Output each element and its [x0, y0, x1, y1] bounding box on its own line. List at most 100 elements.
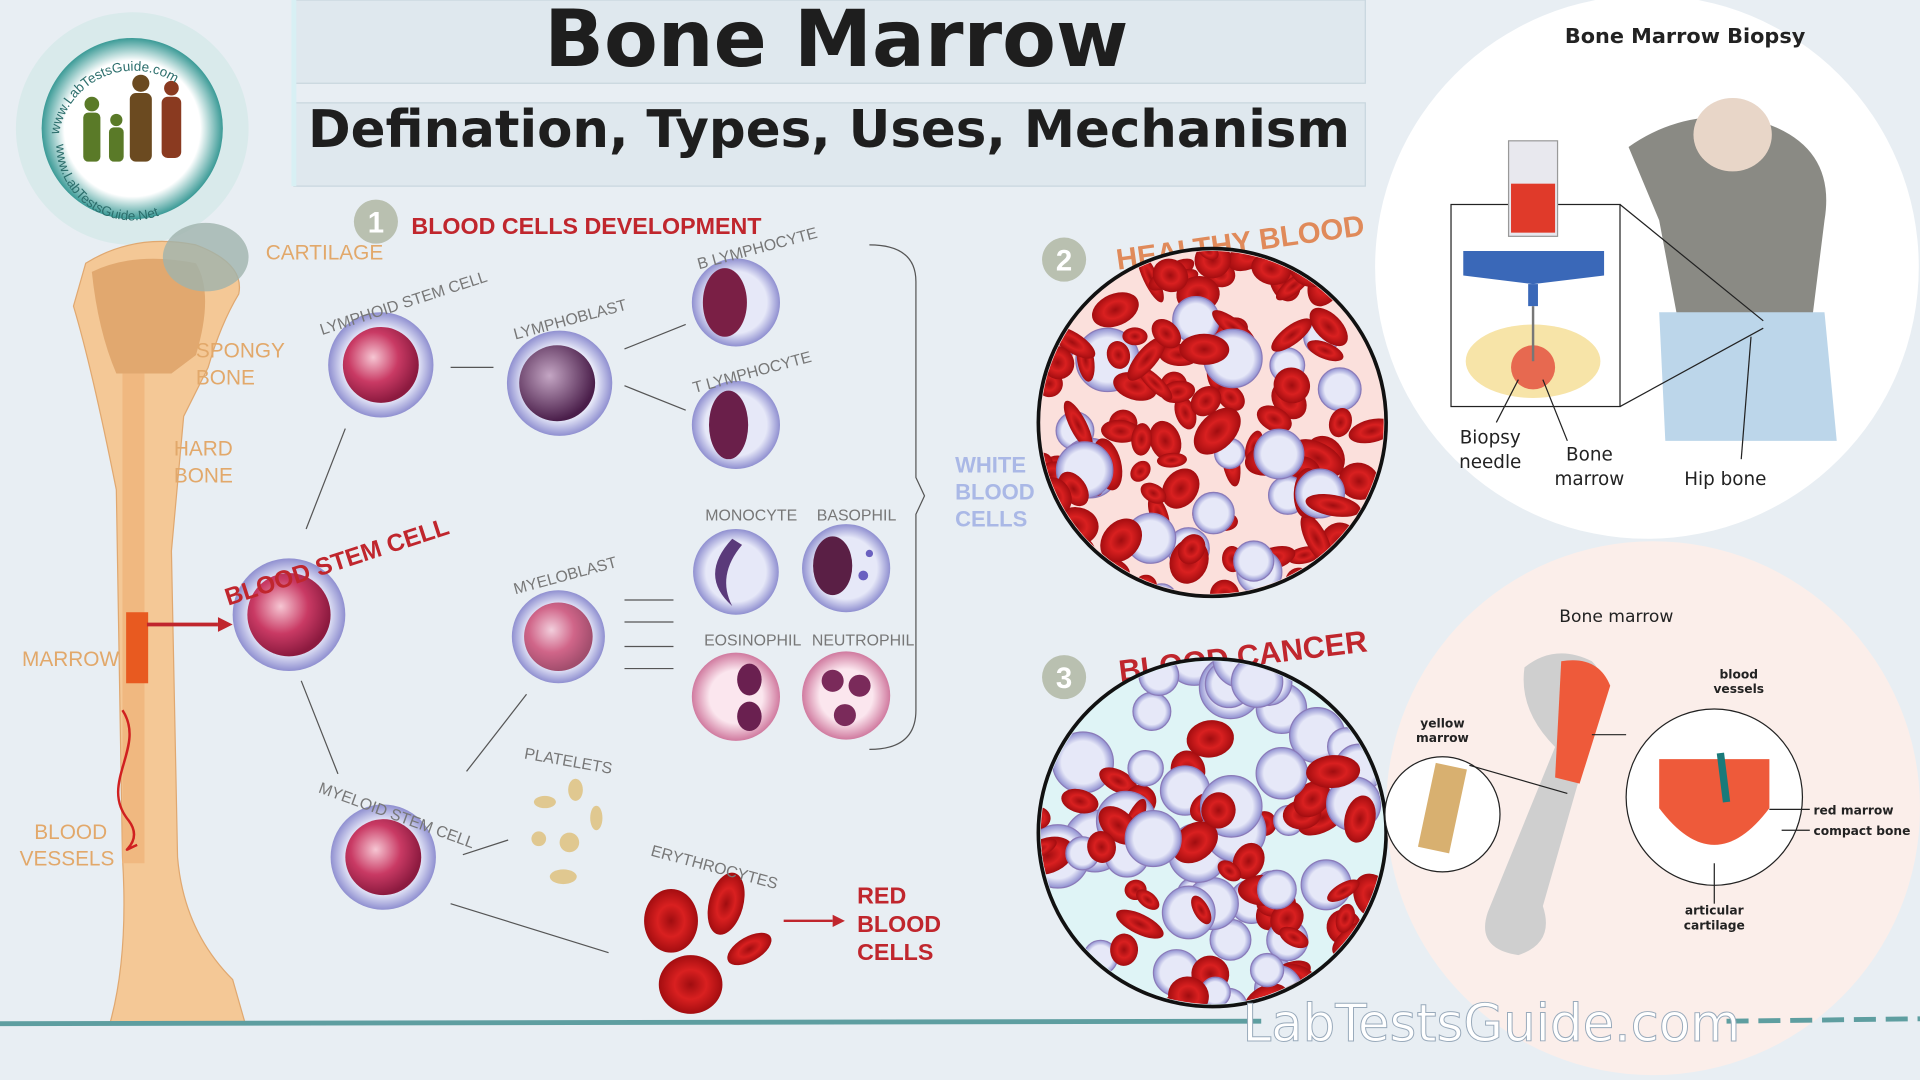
label-cartilage: CARTILAGE	[266, 242, 384, 265]
erythrocytes	[644, 872, 772, 1014]
red-blood-cell	[1232, 842, 1265, 880]
red-blood-cell	[1256, 405, 1292, 433]
healthy-blood-cells	[1040, 251, 1384, 594]
red-blood-cell	[1137, 366, 1173, 401]
biopsy-title: Bone Marrow Biopsy	[1565, 24, 1806, 48]
red-blood-cell	[1168, 976, 1209, 1005]
white-blood-cell	[1124, 809, 1182, 868]
label-red-blood-cells-2: BLOOD	[857, 911, 941, 937]
label-biopsy-needle: Biopsy	[1460, 427, 1521, 448]
b-lymphocyte	[691, 258, 780, 347]
red-blood-cell	[1338, 462, 1380, 500]
red-blood-cell	[1300, 513, 1333, 565]
label-white-blood-cells-2: BLOOD	[955, 480, 1035, 505]
label-spongy-2: BONE	[196, 366, 255, 389]
red-blood-cell	[1136, 889, 1160, 910]
eosinophil	[691, 652, 780, 741]
red-blood-cell	[1063, 400, 1093, 450]
section1-title: BLOOD CELLS DEVELOPMENT	[411, 213, 761, 239]
marrow-diagram-title: Bone marrow	[1559, 607, 1673, 627]
label-yellow-marrow-2: marrow	[1416, 731, 1469, 745]
label-neutrophil: NEUTROPHIL	[812, 632, 915, 649]
red-blood-cell	[1131, 423, 1152, 456]
red-blood-cell	[1149, 420, 1182, 461]
label-hard-2: BONE	[174, 464, 233, 487]
label-platelets: PLATELETS	[523, 746, 614, 778]
basophil	[802, 524, 891, 613]
red-blood-cell	[1305, 494, 1361, 517]
monocyte	[693, 528, 779, 615]
red-blood-cell	[1191, 895, 1212, 925]
label-articular-cartilage: articular	[1685, 904, 1744, 918]
label-bone-marrow-2: marrow	[1555, 469, 1625, 490]
logo: www.LabTestsGuide.com www.LabTestsGuide.…	[15, 12, 249, 245]
label-marrow: MARROW	[22, 648, 119, 671]
red-blood-cell	[1307, 340, 1344, 362]
white-blood-cell	[1253, 428, 1305, 480]
red-blood-cell	[1344, 795, 1376, 843]
red-blood-cell	[1273, 367, 1311, 404]
red-blood-cell	[1100, 419, 1141, 443]
blood-cells-development: 1 BLOOD CELLS DEVELOPMENT BLOOD STEM CEL…	[222, 199, 1035, 1014]
label-articular-cartilage-2: cartilage	[1684, 918, 1745, 932]
label-red-blood-cells-3: CELLS	[857, 939, 933, 965]
label-blood-vessels: blood	[1720, 667, 1759, 681]
blood-stem-cell	[232, 558, 346, 672]
lymphoblast	[506, 330, 613, 436]
lymphoid-stem-cell	[328, 312, 434, 418]
red-blood-cell	[1122, 327, 1148, 346]
label-monocyte: MONOCYTE	[705, 507, 797, 524]
red-blood-cell	[1087, 831, 1116, 863]
red-blood-cell	[1061, 788, 1099, 814]
red-blood-cell	[1161, 468, 1200, 509]
label-bone-marrow: Bone	[1566, 444, 1613, 465]
white-blood-cell	[1255, 746, 1309, 800]
watermark: LabTestsGuide.com	[1242, 994, 1740, 1054]
label-white-blood-cells: WHITE	[955, 453, 1026, 478]
label-white-blood-cells-3: CELLS	[955, 507, 1027, 532]
red-blood-cell	[1177, 534, 1206, 565]
label-vessels-2: VESSELS	[20, 848, 115, 871]
label-blood-vessels-2: vessels	[1713, 682, 1764, 696]
white-blood-cell	[1233, 540, 1275, 582]
bone-marrow-diagram: Bone marrow yellow marrow blood vessels …	[1384, 541, 1920, 1076]
red-blood-cell	[1040, 836, 1074, 875]
white-blood-cell	[1192, 491, 1235, 535]
red-blood-cell	[1328, 407, 1353, 438]
red-blood-cell	[1152, 258, 1189, 293]
section3-number: 3	[1056, 662, 1072, 695]
red-blood-cell	[1270, 900, 1304, 937]
red-blood-cell	[1309, 307, 1348, 347]
label-red-marrow: red marrow	[1813, 803, 1893, 817]
label-compact-bone: compact bone	[1813, 824, 1910, 838]
page-subtitle: Defination, Types, Uses, Mechanism	[308, 100, 1350, 160]
red-blood-cell	[1209, 579, 1240, 594]
blood-cancer: 3 BLOOD CANCER	[1036, 624, 1388, 1009]
red-blood-cell	[1140, 482, 1167, 504]
label-eosinophil: EOSINOPHIL	[704, 632, 801, 649]
white-blood-cell	[1127, 749, 1164, 787]
femur-illustration: CARTILAGE SPONGY BONE HARD BONE MARROW B…	[20, 222, 384, 1024]
label-hard: HARD	[174, 438, 233, 461]
red-blood-cell	[1040, 806, 1051, 830]
white-blood-cell	[1249, 952, 1285, 988]
development-arrows	[300, 244, 926, 954]
platelets	[531, 778, 603, 885]
red-blood-cell	[1216, 383, 1245, 412]
label-vessels: BLOOD	[34, 821, 107, 844]
label-biopsy-needle-2: needle	[1459, 452, 1521, 473]
red-blood-cell	[1172, 821, 1218, 864]
neutrophil	[802, 651, 891, 740]
red-blood-cell	[1201, 792, 1236, 829]
page-title: Bone Marrow	[544, 0, 1128, 85]
label-yellow-marrow: yellow	[1420, 716, 1464, 730]
red-blood-cell	[1040, 838, 1057, 861]
red-blood-cell	[1190, 386, 1222, 417]
red-blood-cell	[1193, 407, 1241, 455]
myeloid-stem-cell	[330, 804, 436, 910]
red-blood-cell	[1156, 452, 1187, 468]
footer: LabTestsGuide.com	[0, 993, 1920, 1054]
label-hip-bone: Hip bone	[1684, 469, 1766, 490]
red-blood-cell	[1306, 755, 1361, 789]
